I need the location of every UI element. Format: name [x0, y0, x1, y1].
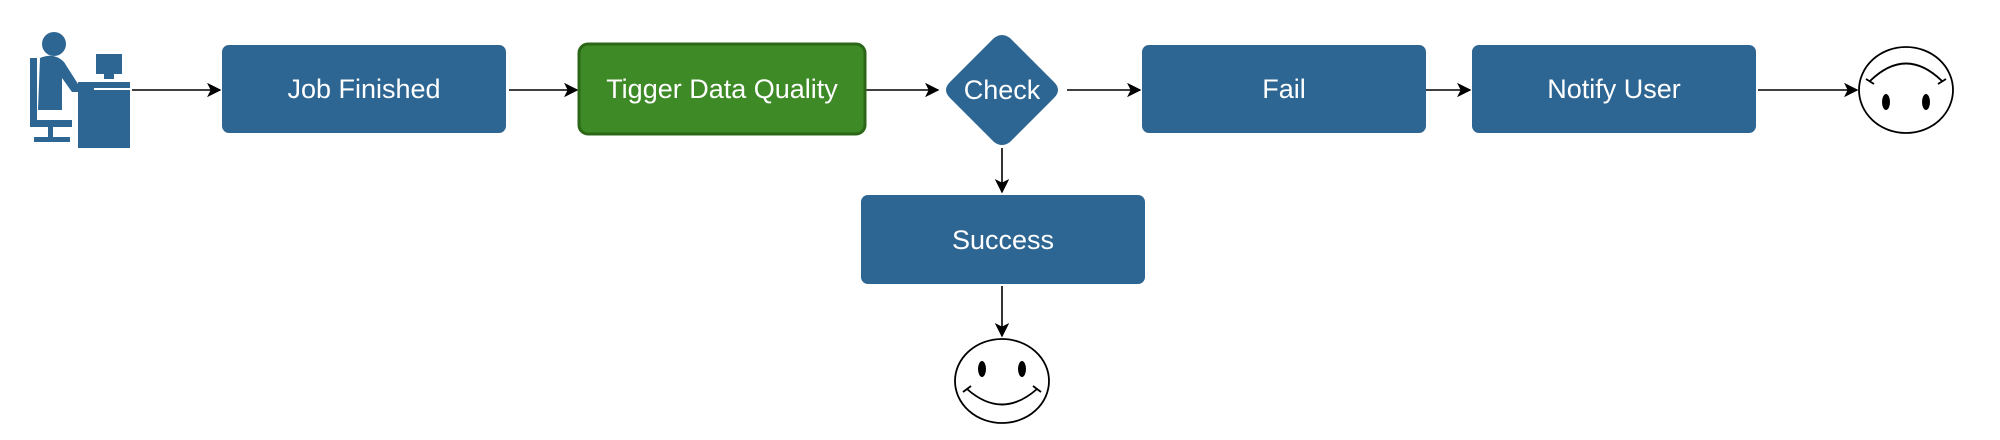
node-trigger-data-quality: Tigger Data Quality — [577, 42, 867, 136]
node-notify-user-label: Notify User — [1547, 74, 1681, 104]
node-job-finished: Job Finished — [222, 45, 506, 133]
node-success: Success — [861, 195, 1145, 284]
node-fail: Fail — [1142, 45, 1426, 133]
node-job-finished-label: Job Finished — [287, 74, 440, 104]
node-success-label: Success — [952, 225, 1054, 255]
decision-check-label: Check — [964, 75, 1041, 105]
smiley-face-icon — [954, 338, 1050, 424]
decision-check: Check — [946, 35, 1058, 145]
node-fail-label: Fail — [1262, 74, 1306, 104]
user-at-desk-icon — [30, 32, 130, 148]
frown-face-icon — [1858, 46, 1954, 134]
node-trigger-data-quality-label: Tigger Data Quality — [606, 74, 838, 104]
node-notify-user: Notify User — [1472, 45, 1756, 133]
